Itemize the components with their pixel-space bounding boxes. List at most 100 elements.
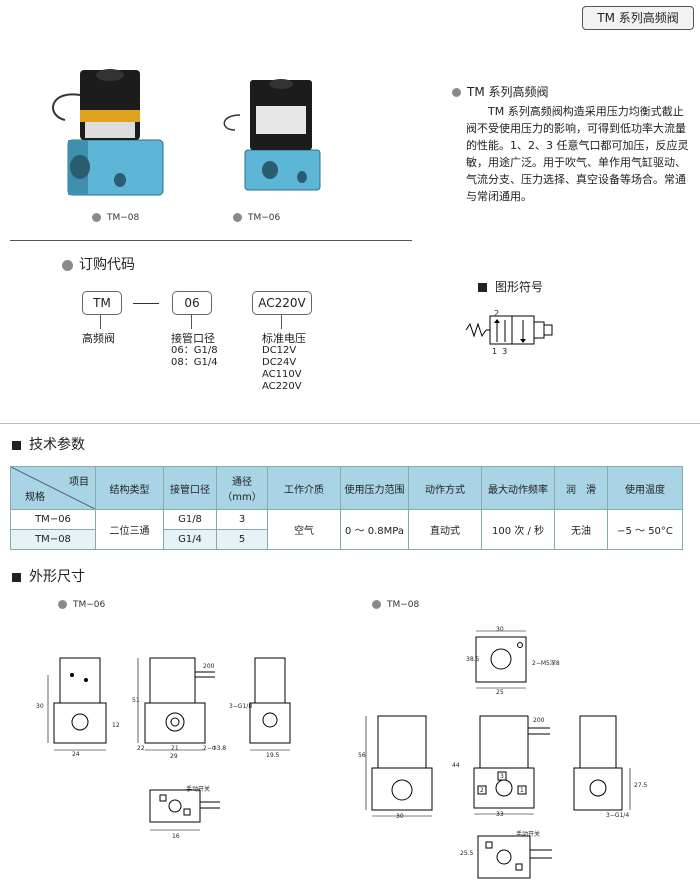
- cell-model: TM−08: [10, 529, 96, 550]
- tm08-top-h: 38.5: [466, 656, 480, 663]
- order-port-option-06: 06：G1/8: [171, 345, 218, 356]
- tm06-dim-small: 16: [172, 833, 180, 840]
- tm08-side-view: [460, 708, 560, 823]
- connector-1: [100, 315, 101, 329]
- square-bullet-icon: [12, 572, 21, 582]
- order-label-port: 接管口径: [171, 332, 215, 345]
- tm08-manual-switch: 手动开关: [516, 831, 541, 838]
- square-bullet-icon: [478, 283, 487, 292]
- cell-port: G1/8: [163, 509, 217, 530]
- order-label-series: 高频阀: [82, 332, 115, 345]
- symbol-title: 图形符号: [478, 278, 543, 295]
- cell-frequency: 100 次 / 秒: [481, 509, 555, 550]
- product-image-tm06: [220, 70, 330, 200]
- dimensions-title: 外形尺寸: [12, 566, 85, 586]
- tm06-right-view: [240, 650, 320, 760]
- cell-pressure: 0 ～ 0.8MPa: [340, 509, 409, 550]
- connector-3: [281, 315, 282, 329]
- cell-lubrication: 无油: [554, 509, 608, 550]
- tm08-bottom-view: [460, 828, 560, 888]
- order-port-option-08: 08：G1/4: [171, 357, 218, 368]
- tm06-dim-b: 22: [137, 745, 145, 752]
- cell-medium: 空气: [267, 509, 341, 550]
- bullet-dot-icon: [58, 600, 67, 609]
- cell-structure: 二位三通: [95, 509, 164, 550]
- tm06-dim-w-in: 21: [171, 745, 179, 752]
- tm08-dim-h: 56: [358, 752, 366, 759]
- tm06-hole: 2−Φ3.8: [203, 745, 227, 752]
- dimensions-caption-tm06: TM−06: [58, 600, 105, 610]
- tm06-dim-h2: 51: [132, 697, 140, 704]
- cell-model: TM−06: [10, 509, 96, 530]
- voltage-option-ac220v: AC220V: [262, 381, 302, 392]
- symbol-port-2: 2: [494, 309, 500, 318]
- intro-text: TM 系列高频阀构造采用压力均衡式截止阀不受使用压力的影响，可得到低功率大流量的…: [466, 105, 689, 203]
- header-port: 接管口径: [163, 466, 217, 510]
- voltage-option-ac110v: AC110V: [262, 369, 302, 380]
- voltage-option-dc24v: DC24V: [262, 357, 297, 368]
- cell-bore: 5: [216, 529, 268, 550]
- header-action: 动作方式: [408, 466, 482, 510]
- table-corner-cell: 项目 规格: [10, 466, 96, 510]
- tm06-side-view: [130, 650, 230, 760]
- cell-action: 直动式: [408, 509, 482, 550]
- tm06-dim-side: 19.5: [266, 752, 280, 759]
- specs-title: 技术参数: [12, 434, 85, 454]
- tm08-port-2: 2: [480, 787, 484, 794]
- connector-2: [191, 315, 192, 329]
- cell-temperature: −5 ～ 50°C: [607, 509, 683, 550]
- header-lubrication: 润 滑: [554, 466, 608, 510]
- tm08-port-3: 3: [500, 773, 504, 780]
- tm08-top-w: 30: [496, 626, 504, 633]
- valve-symbol-diagram: [464, 308, 564, 358]
- header-temperature: 使用温度: [607, 466, 683, 510]
- tm06-dim-w-bottom: 24: [72, 751, 80, 758]
- header-medium: 工作介质: [267, 466, 341, 510]
- tm08-dim-c: 200: [533, 717, 545, 724]
- divider-mid: [0, 423, 700, 424]
- header-structure: 结构类型: [95, 466, 164, 510]
- bullet-dot-icon: [92, 213, 101, 222]
- tm08-dim-w-mid: 33: [496, 811, 504, 818]
- divider-top: [10, 240, 412, 241]
- tm08-port-1: 1: [520, 787, 524, 794]
- header-frequency: 最大动作频率: [481, 466, 555, 510]
- dimensions-caption-tm08: TM−08: [372, 600, 419, 610]
- tm06-port: 3−G1/8: [229, 703, 253, 710]
- tm08-right-view: [566, 710, 646, 825]
- tm08-port: 3−G1/4: [606, 812, 630, 819]
- tm06-manual-switch: 手动开关: [186, 786, 211, 793]
- intro-block: TM 系列高频阀 TM 系列高频阀构造采用压力均衡式截止阀不受使用压力的影响，可…: [452, 84, 694, 205]
- product-image-tm08: [40, 55, 180, 215]
- specs-table: 项目 规格 结构类型 接管口径 通径（mm） 工作介质 使用压力范围 动作方式 …: [10, 466, 683, 550]
- cell-bore: 3: [216, 509, 268, 530]
- cell-port: G1/4: [163, 529, 217, 550]
- order-box-voltage: AC220V: [252, 291, 312, 315]
- tm08-dim-side: 27.5: [634, 782, 648, 789]
- header-bore: 通径（mm）: [216, 466, 268, 510]
- order-dash: [133, 303, 159, 304]
- order-box-series: TM: [82, 291, 122, 315]
- tm06-front-view: [40, 650, 130, 760]
- tm08-bottom-h: 25.5: [460, 850, 474, 857]
- header-pressure: 使用压力范围: [340, 466, 409, 510]
- symbol-port-1-3: 1 3: [492, 347, 508, 356]
- tm06-dim-a: 12: [112, 722, 120, 729]
- table-row: TM−06 二位三通 G1/8 3 空气 0 ～ 0.8MPa 直动式 100 …: [10, 509, 683, 550]
- bullet-dot-icon: [233, 213, 242, 222]
- bullet-dot-icon: [62, 259, 73, 271]
- product-caption-tm06: TM−06: [233, 213, 280, 223]
- tm08-dim-w-bot: 30: [396, 813, 404, 820]
- tm08-top-view: [462, 625, 552, 695]
- order-code-title: 订购代码: [62, 254, 135, 274]
- tm08-dim-h2: 44: [452, 762, 460, 769]
- bullet-dot-icon: [452, 88, 461, 97]
- tm06-dim-h: 30: [36, 703, 44, 710]
- tm06-dim-c: 200: [203, 663, 215, 670]
- square-bullet-icon: [12, 440, 21, 450]
- voltage-option-dc12v: DC12V: [262, 345, 297, 356]
- bullet-dot-icon: [372, 600, 381, 609]
- order-box-port: 06: [172, 291, 212, 315]
- tm08-top-b: 25: [496, 689, 504, 696]
- tm08-hole: 2−M5深8: [532, 660, 560, 667]
